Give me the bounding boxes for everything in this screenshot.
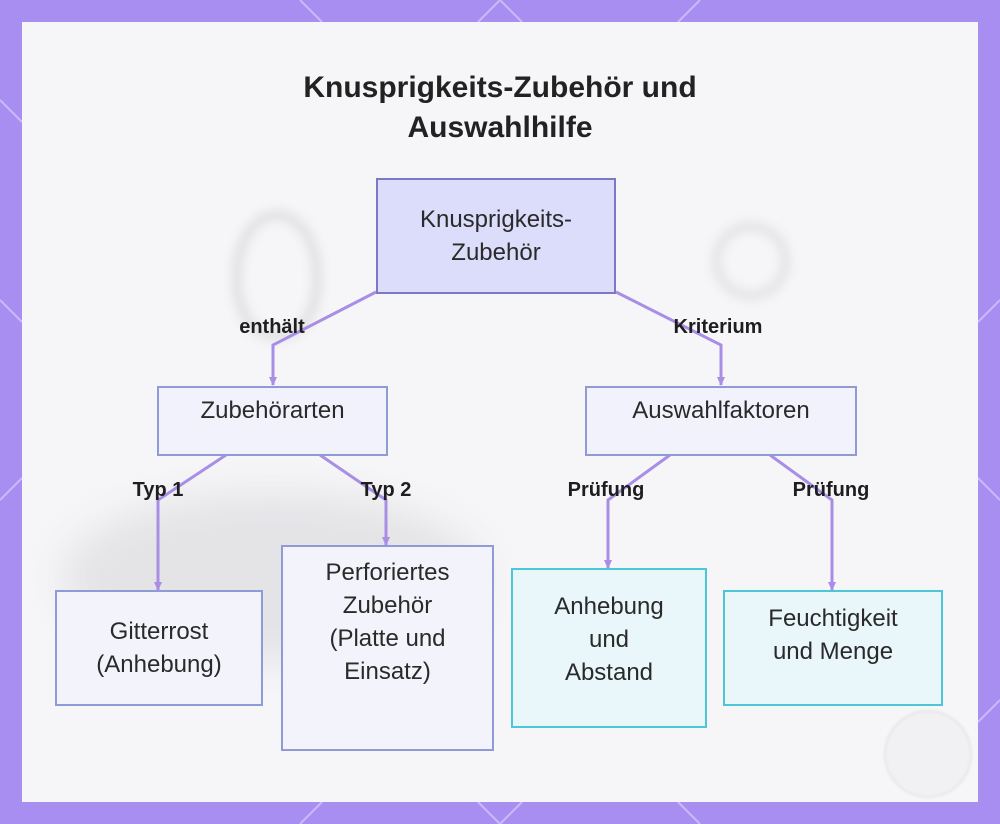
node-selection-factors-label: Auswahlfaktoren <box>632 396 810 424</box>
node-accessory-types: Zubehörarten <box>157 386 388 456</box>
node-grid-rack: Gitterrost (Anhebung) <box>55 590 263 706</box>
edge-label-type1: Typ 1 <box>132 479 184 501</box>
edge-check1 <box>604 453 671 569</box>
edge-label-criterion: Kriterium <box>673 316 763 338</box>
node-perforated-accessory: Perforiertes Zubehör (Platte und Einsatz… <box>281 545 494 751</box>
node-accessory-types-label: Zubehörarten <box>200 396 345 424</box>
edge-label-check1: Prüfung <box>567 479 645 501</box>
edge-type2 <box>319 453 390 546</box>
node-root-label: Knusprigkeits- Zubehör <box>419 206 573 266</box>
edge-label-check2: Prüfung <box>792 479 870 501</box>
edge-contains <box>269 290 377 386</box>
background-sun-icon <box>712 222 790 300</box>
edge-label-type2: Typ 2 <box>360 479 412 501</box>
background-badge-icon <box>884 710 972 798</box>
node-grid-rack-label: Gitterrost (Anhebung) <box>96 618 222 678</box>
background-flame-icon <box>232 210 322 340</box>
node-lift-distance: Anhebung und Abstand <box>511 568 707 728</box>
edge-type1 <box>154 453 227 591</box>
node-moisture-quantity-label: Feuchtigkeit und Menge <box>768 605 898 665</box>
node-selection-factors: Auswahlfaktoren <box>585 386 857 456</box>
edge-check2 <box>769 453 836 591</box>
node-moisture-quantity: Feuchtigkeit und Menge <box>723 590 943 706</box>
node-lift-distance-label: Anhebung und Abstand <box>554 592 664 686</box>
edge-criterion <box>615 290 725 386</box>
diagram-title: Knusprigkeits-Zubehör und Auswahlhilfe <box>303 71 697 144</box>
node-root: Knusprigkeits- Zubehör <box>376 178 616 294</box>
node-perforated-accessory-label: Perforiertes Zubehör (Platte und Einsatz… <box>325 559 450 685</box>
edge-label-contains: enthält <box>239 316 305 338</box>
